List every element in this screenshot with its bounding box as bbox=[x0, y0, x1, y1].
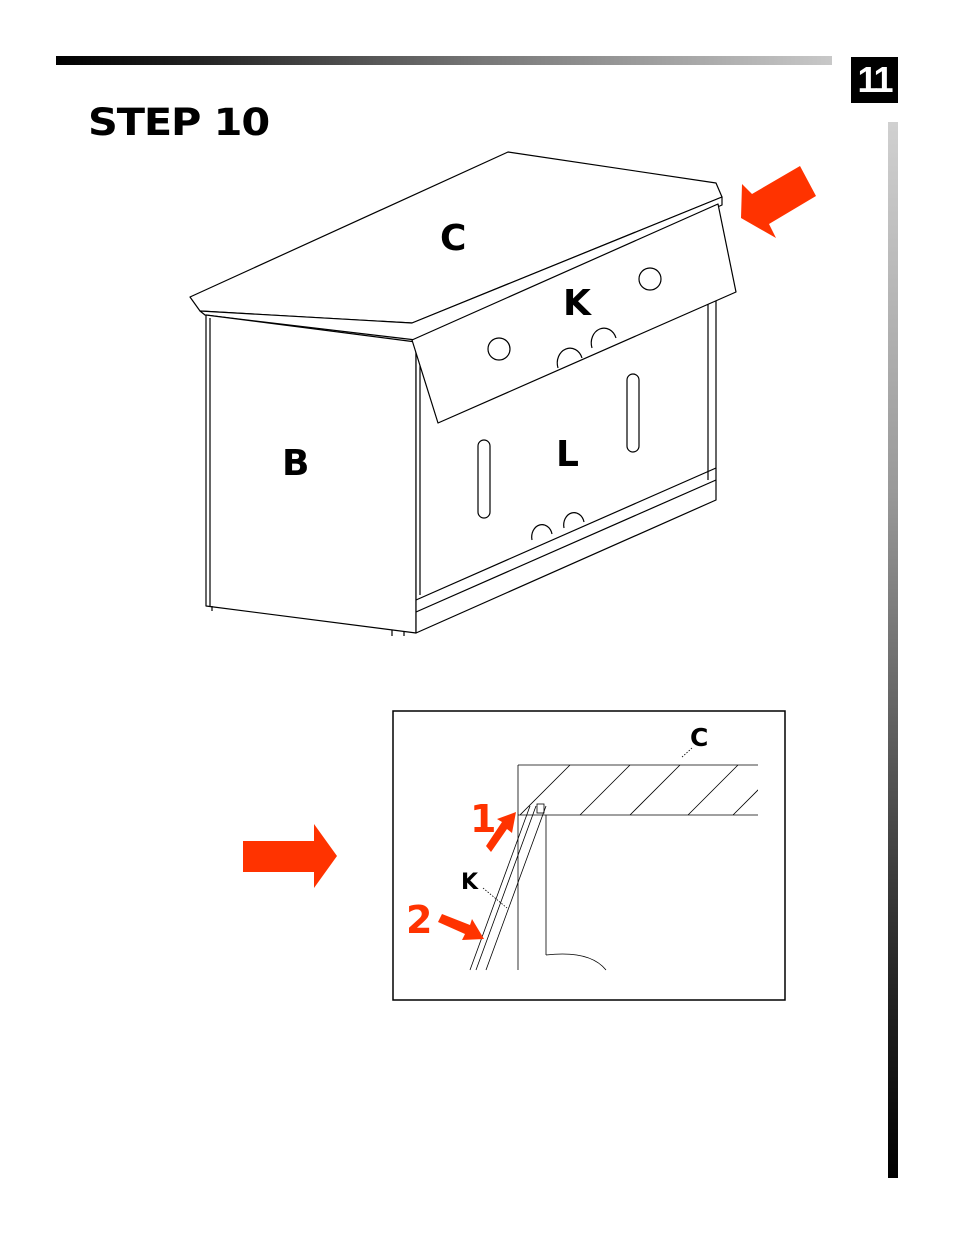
detail-pointer-arrow-icon bbox=[243, 824, 337, 888]
label-k: K bbox=[563, 283, 592, 324]
slot-right bbox=[627, 374, 639, 452]
insert-arrow-icon bbox=[741, 166, 816, 238]
hole-k-1 bbox=[488, 338, 510, 360]
detail-box: C K 1 2 bbox=[393, 711, 785, 1000]
hole-k-2 bbox=[639, 268, 661, 290]
label-b: B bbox=[282, 443, 309, 484]
detail-label-c: C bbox=[690, 723, 708, 752]
slot-left bbox=[478, 440, 490, 518]
label-l: L bbox=[556, 434, 579, 475]
label-c: C bbox=[440, 218, 466, 259]
step-number-2: 2 bbox=[406, 898, 432, 942]
step-number-1: 1 bbox=[470, 797, 496, 841]
side-panel-b bbox=[206, 315, 416, 633]
detail-label-k: K bbox=[461, 870, 479, 895]
